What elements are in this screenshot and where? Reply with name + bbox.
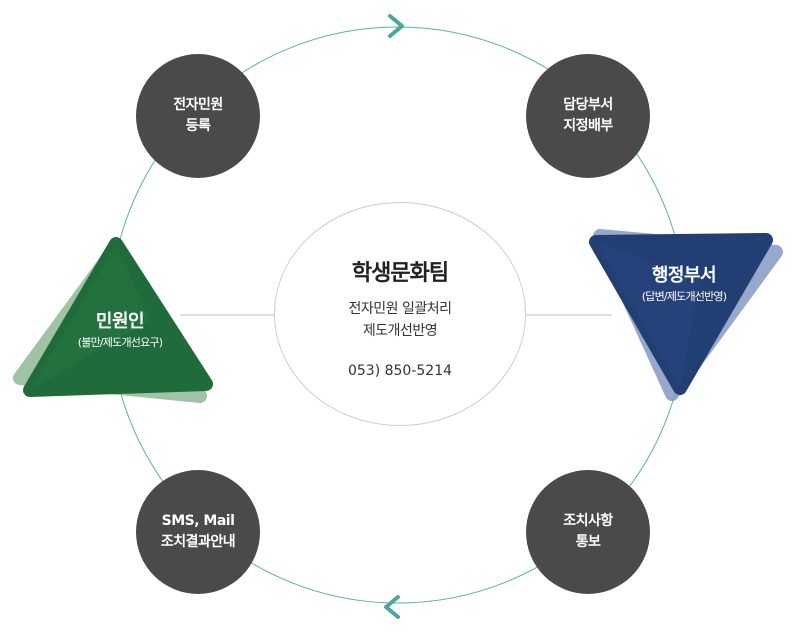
complainant-triangle — [13, 237, 213, 403]
node-label-line1: 조치사항 — [563, 513, 613, 529]
complainant-subtitle: (불만/제도개선요구) — [77, 336, 163, 349]
complainant-label: 민원인 (불만/제도개선요구) — [40, 310, 200, 352]
node-label-line1: 담당부서 — [563, 97, 613, 113]
node-label-line1: SMS, Mail — [161, 513, 235, 529]
complainant-title: 민원인 — [95, 311, 145, 332]
node-result-guidance: SMS, Mail 조치결과안내 — [136, 470, 260, 594]
admin-dept-title: 행정부서 — [651, 265, 717, 286]
admin-dept-triangle — [589, 229, 783, 401]
team-title: 학생문화팀 — [351, 261, 449, 286]
chevron-right-icon — [388, 14, 404, 38]
team-duty-line1: 전자민원 일괄처리 — [348, 301, 453, 317]
chevron-left-icon — [384, 595, 400, 619]
node-label-line2: 지정배부 — [563, 118, 613, 134]
node-label-line2: 통보 — [575, 534, 601, 550]
admin-dept-subtitle: (답변/제도개선반영) — [641, 290, 727, 303]
center-team-circle: 학생문화팀 전자민원 일괄처리 제도개선반영 053) 850-5214 — [274, 202, 526, 426]
team-duty-line2: 제도개선반영 — [362, 323, 438, 339]
node-label-line2: 등록 — [185, 118, 211, 134]
node-e-complaint-registration: 전자민원 등록 — [136, 54, 260, 178]
admin-dept-label: 행정부서 (답변/제도개선반영) — [604, 264, 764, 306]
team-phone: 053) 850-5214 — [347, 363, 453, 379]
node-dept-assignment: 담당부서 지정배부 — [526, 54, 650, 178]
node-action-notification: 조치사항 통보 — [526, 470, 650, 594]
node-label-line2: 조치결과안내 — [160, 534, 236, 550]
node-label-line1: 전자민원 — [173, 97, 223, 113]
